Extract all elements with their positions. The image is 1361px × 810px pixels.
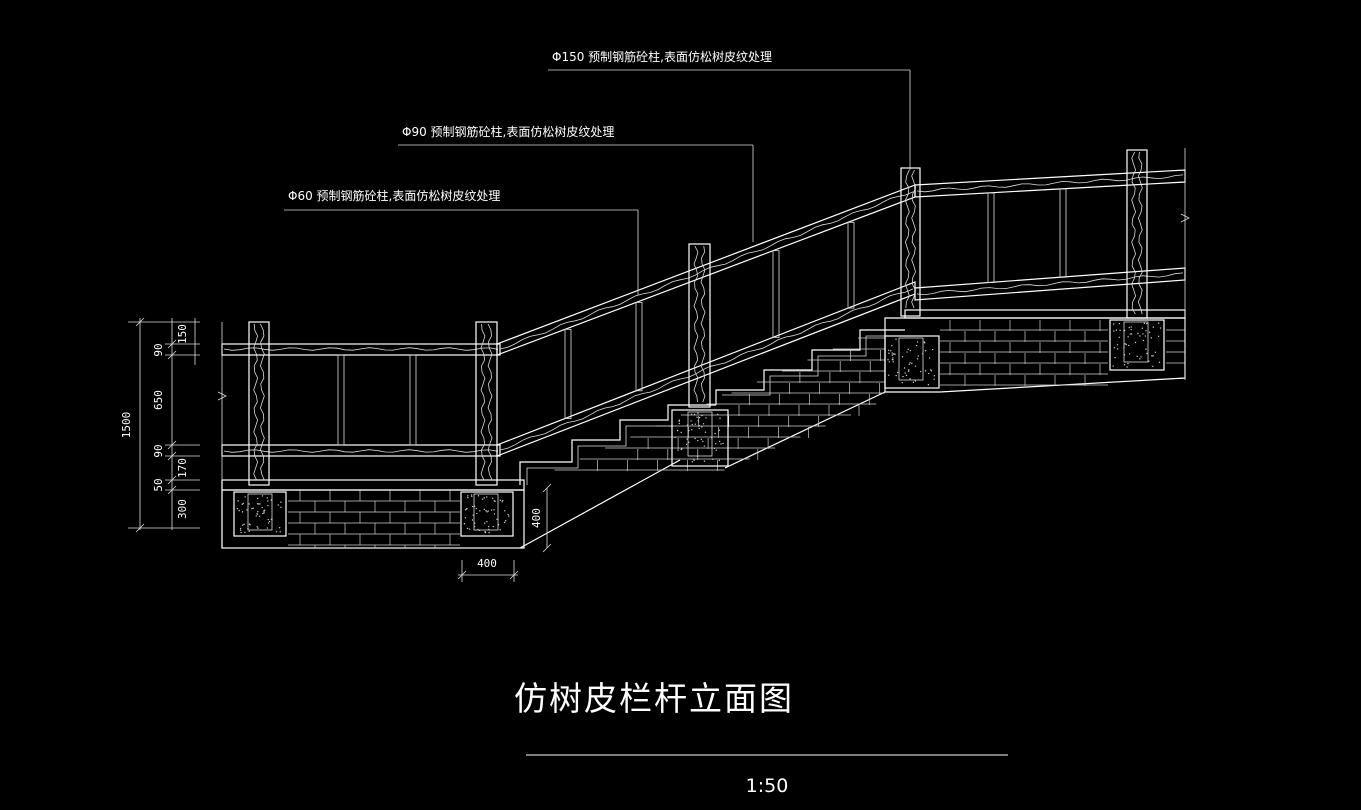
footing-5 — [1109, 319, 1165, 371]
footing-3 — [671, 409, 729, 467]
dim-90-top: 90 — [152, 343, 165, 356]
dim-total-height: 1500 — [120, 412, 133, 439]
dim-650: 650 — [152, 390, 165, 410]
dimension-chain-parts — [165, 318, 200, 530]
leader-post-90 — [398, 144, 754, 242]
footing-2 — [460, 491, 514, 537]
dim-90-bottom: 90 — [152, 444, 165, 457]
rails — [221, 169, 1186, 457]
note-post-90: Φ90 预制钢筋砼柱,表面仿松树皮纹处理 — [402, 124, 614, 139]
right-break-line — [1180, 148, 1190, 380]
upper-brick-pattern — [940, 320, 1185, 386]
post-bark-grain — [253, 151, 1143, 481]
dim-300: 300 — [176, 499, 189, 519]
dimension-footing-depth — [542, 483, 552, 553]
lower-platform — [221, 479, 525, 549]
leader-post-150 — [548, 69, 911, 170]
dim-50: 50 — [152, 478, 165, 491]
balusters — [337, 188, 1067, 446]
drawing-title: 仿树皮栏杆立面图 — [514, 679, 794, 718]
posts — [248, 149, 1148, 486]
drawing-scale: 1:50 — [746, 775, 789, 797]
dim-170: 170 — [176, 458, 189, 478]
lower-brick-pattern — [288, 490, 460, 548]
note-post-60: Φ60 预制钢筋砼柱,表面仿松树皮纹处理 — [288, 188, 500, 203]
footing-4 — [884, 335, 940, 389]
stair-flight-1 — [519, 404, 716, 549]
concrete-speckle — [236, 322, 1162, 534]
stair-flight-2 — [715, 329, 905, 469]
stair-brick-pattern — [554, 337, 885, 471]
dimension-chain-total — [128, 317, 200, 533]
footing-1 — [233, 491, 287, 537]
note-post-150: Φ150 预制钢筋砼柱,表面仿松树皮纹处理 — [552, 49, 772, 64]
rail-bark-grain — [223, 174, 1184, 453]
dim-150: 150 — [176, 324, 189, 344]
left-break-line — [217, 322, 227, 548]
dim-footing-width: 400 — [477, 557, 497, 570]
dimension-footing-width — [457, 560, 519, 582]
dim-footing-depth: 400 — [530, 508, 543, 528]
leader-post-60 — [284, 209, 639, 295]
